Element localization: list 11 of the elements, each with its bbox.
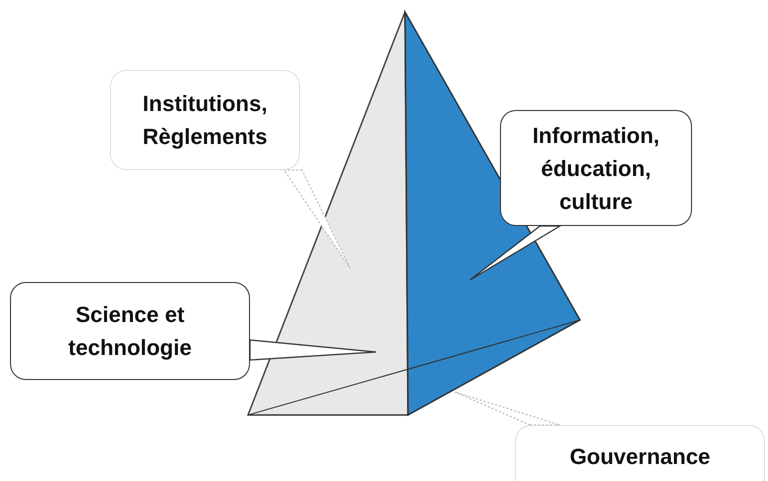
callout-text: Gouvernance [568,443,712,471]
callout-tail [469,225,562,281]
callout-text: Institutions, Règlements [142,90,268,151]
callout-tail [454,391,561,426]
callout-tail [282,169,351,269]
callout-tail [249,339,377,361]
callout-bubble [110,70,300,170]
callout-text: Science et technologie [67,301,193,362]
callout-text: Information, éducation, culture [531,122,661,216]
callout-bubble [10,282,250,380]
pyramid-base-face [248,320,580,416]
